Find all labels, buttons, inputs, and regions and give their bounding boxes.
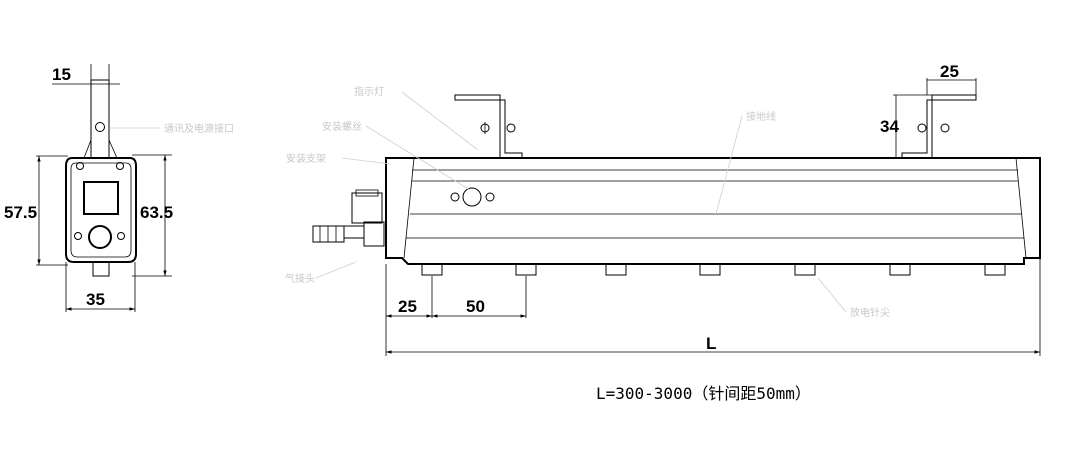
side-tab-hole xyxy=(95,122,105,132)
indicator-icon xyxy=(462,187,482,207)
mount-screw-icon xyxy=(940,123,950,133)
side-tab-taper xyxy=(83,139,92,159)
callout-pins: 放电针尖 xyxy=(850,306,890,319)
callout-bracket: 安装支架 xyxy=(286,152,326,165)
dim-side-top: 15 xyxy=(52,65,71,84)
mount-screw-icon xyxy=(917,123,927,133)
bar-end-right xyxy=(1015,157,1027,259)
indicator-icon xyxy=(485,192,495,202)
right-mount-bracket xyxy=(901,94,977,159)
dim-first-pin: 25 xyxy=(398,297,417,316)
indicator-icon xyxy=(450,192,460,202)
side-screw-icon xyxy=(116,162,124,170)
dim-side-left: 57.5 xyxy=(4,203,37,222)
callout-mount-screw: 安装螺丝 xyxy=(322,120,362,133)
mount-screw-icon xyxy=(506,123,516,133)
pin-icon xyxy=(421,263,443,276)
mount-screw-icon xyxy=(480,123,490,133)
bar-end-left xyxy=(403,157,415,259)
left-mount-bracket xyxy=(454,94,523,159)
callout-ground-wire: 接地线 xyxy=(746,110,776,123)
dim-length: L xyxy=(706,334,716,353)
dim-bracket-height: 34 xyxy=(880,117,899,136)
side-screw-icon xyxy=(76,162,84,170)
dim-side-right: 63.5 xyxy=(140,203,173,222)
side-view: 15 57.5 63.5 35 通讯及电源接口 xyxy=(4,64,234,312)
side-bottom-stub xyxy=(92,261,110,277)
front-view: 25 34 25 50 L 指示灯 安装螺丝 安装支架 接地线 气接头 放电针尖 xyxy=(285,62,1041,356)
pin-icon xyxy=(984,263,1006,276)
air-connector xyxy=(312,189,385,247)
side-screw-icon xyxy=(74,232,82,240)
dim-pin-spacing: 50 xyxy=(466,297,485,316)
callout-side-port: 通讯及电源接口 xyxy=(164,122,234,135)
discharge-pins xyxy=(421,263,1006,276)
side-body-inner xyxy=(70,162,132,258)
side-body-outline xyxy=(65,157,137,263)
side-screw-icon xyxy=(117,232,125,240)
side-display-window xyxy=(83,181,119,215)
callout-air-connector: 气接头 xyxy=(285,272,315,285)
pin-icon xyxy=(605,263,627,276)
callout-indicator: 指示灯 xyxy=(354,85,384,98)
pin-icon xyxy=(794,263,816,276)
pin-icon xyxy=(515,263,537,276)
dim-bracket-width: 25 xyxy=(940,62,959,81)
side-connector-icon xyxy=(88,225,112,249)
pin-icon xyxy=(889,263,911,276)
side-mount-tab xyxy=(90,79,110,159)
dim-side-bottom: 35 xyxy=(86,290,105,309)
bar-outline xyxy=(385,157,1041,265)
length-formula: L=300-3000（针间距50mm） xyxy=(596,384,811,403)
pin-icon xyxy=(699,263,721,276)
